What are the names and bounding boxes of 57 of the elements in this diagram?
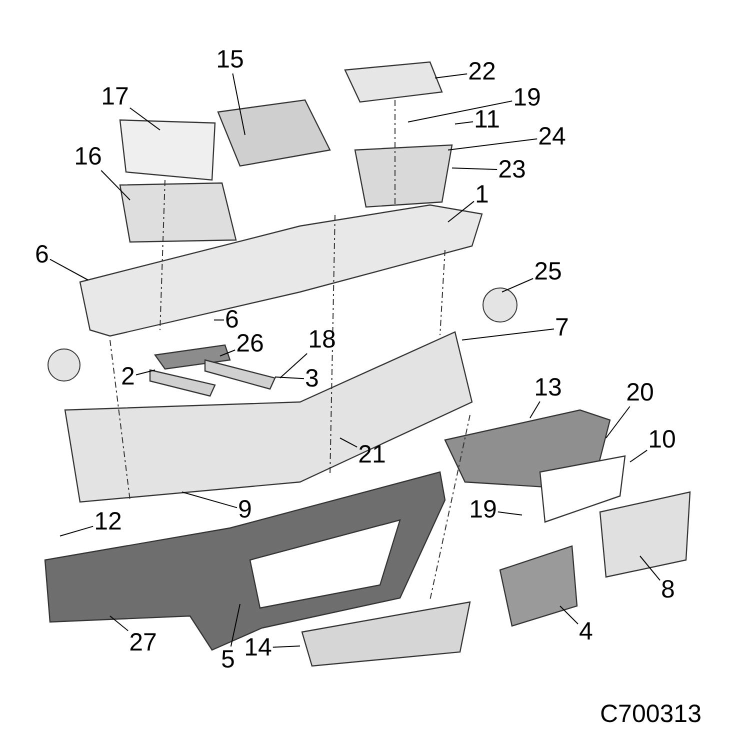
leader-line <box>100 170 130 200</box>
drawing-number: C700313 <box>600 700 702 729</box>
callout-number: 17 <box>101 84 129 110</box>
callout-number: 10 <box>648 428 676 452</box>
callout-number: 19 <box>469 498 497 522</box>
callout-number: 23 <box>498 158 526 182</box>
callout-number: 2 <box>121 364 135 390</box>
callout-number: 12 <box>94 510 122 534</box>
leader-line <box>232 73 246 136</box>
callout-number: 18 <box>308 328 336 352</box>
callout-number: 13 <box>534 376 562 400</box>
callout-number: 26 <box>236 332 264 356</box>
leader-line <box>110 616 129 632</box>
leader-line <box>274 376 304 380</box>
leader-line <box>272 646 300 648</box>
leader-line <box>280 353 308 378</box>
leader-line <box>640 556 660 581</box>
callout-number: 11 <box>474 108 500 132</box>
callout-number: 1 <box>475 182 489 208</box>
callout-number: 5 <box>221 648 235 672</box>
callout-number: 6 <box>35 242 49 268</box>
leader-line <box>182 492 238 508</box>
leader-line <box>340 438 358 448</box>
callout-number: 14 <box>244 636 272 660</box>
leader-line <box>448 200 474 222</box>
callout-number: 9 <box>238 498 252 522</box>
leader-line <box>606 406 630 438</box>
leader-line <box>530 401 540 418</box>
callout-number: 27 <box>129 630 157 656</box>
callout-number: 8 <box>661 578 675 602</box>
leader-line <box>60 526 94 536</box>
callout-number: 6 <box>225 308 239 332</box>
leader-line <box>129 107 160 130</box>
leader-line <box>462 328 554 340</box>
callout-number: 16 <box>74 144 102 170</box>
callout-number: 24 <box>538 124 566 150</box>
callout-number: 3 <box>305 366 319 392</box>
leader-line <box>454 121 474 124</box>
callout-number: 25 <box>534 260 562 284</box>
callout-number: 22 <box>468 60 496 84</box>
callout-number: 20 <box>626 380 654 406</box>
leader-line <box>136 370 156 376</box>
leader-line <box>448 138 538 150</box>
callout-number: 21 <box>358 442 386 468</box>
leader-line <box>408 100 513 122</box>
leader-line <box>502 278 534 292</box>
leader-line <box>497 511 522 516</box>
leader-line <box>452 168 498 170</box>
leader-line <box>560 606 578 624</box>
leader-line <box>434 73 468 78</box>
leader-line <box>630 450 648 462</box>
callout-number: 19 <box>513 86 541 110</box>
callout-number: 7 <box>555 316 569 340</box>
callout-number: 15 <box>216 48 244 72</box>
leader-line <box>220 350 236 356</box>
callout-number: 4 <box>579 620 593 644</box>
leader-line <box>50 258 88 280</box>
